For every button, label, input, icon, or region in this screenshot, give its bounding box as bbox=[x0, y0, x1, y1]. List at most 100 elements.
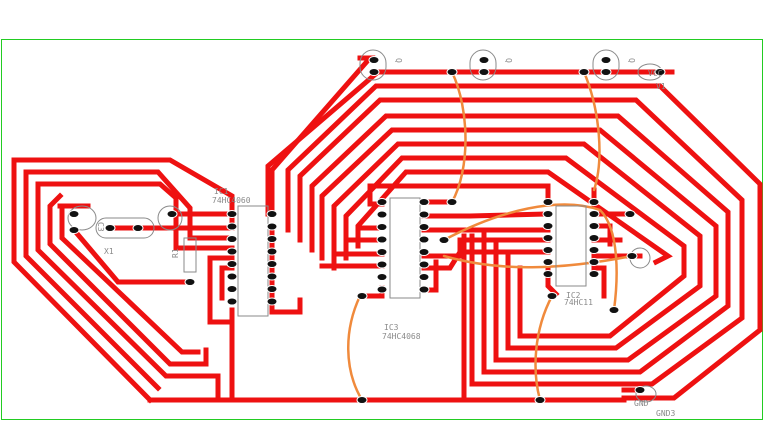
solder-pad bbox=[534, 396, 546, 404]
jumper-wire bbox=[347, 294, 364, 402]
solder-pad bbox=[624, 210, 636, 218]
solder-pad bbox=[226, 297, 238, 306]
gnd-value-label: GND bbox=[634, 399, 649, 408]
trace bbox=[35, 181, 235, 379]
solder-pad bbox=[588, 270, 600, 278]
solder-pad bbox=[634, 386, 646, 394]
trace bbox=[70, 226, 193, 285]
solder-pad bbox=[418, 210, 430, 219]
solder-pad bbox=[418, 260, 430, 269]
solder-pad bbox=[104, 224, 116, 232]
resistor-outline bbox=[183, 237, 197, 273]
solder-pad bbox=[418, 223, 430, 231]
jumper-layer bbox=[347, 70, 634, 402]
solder-pad bbox=[600, 56, 612, 64]
ic1-ref-label: IC1 bbox=[214, 187, 229, 196]
ic3-outline bbox=[389, 197, 421, 299]
solder-pad bbox=[542, 234, 554, 242]
silk-text: IC1 74HC4060 IC3 74HC4068 IC2 74HC11 X1 … bbox=[96, 58, 675, 418]
ic2-outline bbox=[555, 205, 587, 287]
cap-outline bbox=[67, 205, 97, 231]
trace bbox=[343, 155, 687, 339]
solder-pad bbox=[546, 292, 558, 300]
solder-pad bbox=[588, 210, 600, 218]
solder-pad bbox=[588, 222, 600, 230]
trace bbox=[269, 297, 303, 315]
jumper-wire bbox=[442, 254, 634, 269]
ic2-value-label: 74HC11 bbox=[564, 298, 593, 307]
header-outline bbox=[469, 49, 497, 81]
trace bbox=[269, 55, 376, 217]
solder-pad bbox=[542, 198, 554, 206]
solder-pad bbox=[478, 56, 490, 64]
trace bbox=[355, 169, 673, 266]
trace bbox=[11, 157, 235, 404]
solder-pad bbox=[132, 224, 144, 232]
solder-pad bbox=[418, 235, 430, 244]
solder-pad bbox=[266, 260, 278, 268]
solder-pad bbox=[578, 68, 590, 76]
trace bbox=[285, 83, 763, 401]
solder-pad bbox=[226, 235, 238, 243]
solder-pad bbox=[478, 68, 490, 76]
trace bbox=[421, 237, 551, 259]
silk-layer bbox=[67, 49, 663, 403]
solder-pad bbox=[226, 222, 238, 231]
solder-pad bbox=[418, 198, 430, 206]
trace bbox=[207, 255, 235, 325]
trace bbox=[265, 69, 675, 217]
header3-label: Q bbox=[627, 58, 636, 63]
solder-pad bbox=[438, 236, 450, 244]
solder-pad bbox=[608, 306, 620, 314]
solder-pad bbox=[226, 272, 238, 281]
solder-pad bbox=[542, 258, 554, 266]
solder-pad bbox=[588, 246, 600, 254]
ic3-value-label: 74HC4068 bbox=[382, 332, 421, 341]
c3-label: C3 bbox=[96, 222, 105, 232]
solder-pad bbox=[266, 222, 278, 231]
solder-pad bbox=[226, 247, 238, 256]
solder-pad bbox=[588, 234, 600, 242]
trace bbox=[367, 183, 551, 207]
solder-pad bbox=[446, 198, 458, 206]
gnd-ref-label: GND3 bbox=[656, 409, 675, 418]
trace-layer bbox=[11, 55, 763, 404]
solder-pad bbox=[376, 248, 388, 256]
solder-pad bbox=[166, 210, 178, 218]
header2-label: Q bbox=[504, 58, 513, 63]
solder-pad bbox=[418, 248, 430, 256]
trace bbox=[297, 97, 745, 387]
solder-pad bbox=[588, 258, 600, 266]
solder-pad bbox=[226, 210, 238, 218]
cap-outline bbox=[635, 385, 657, 403]
x1-label: X1 bbox=[104, 247, 114, 256]
crystal-outline bbox=[95, 217, 155, 239]
solder-pad bbox=[68, 210, 80, 218]
trace bbox=[421, 211, 551, 219]
solder-pad bbox=[184, 278, 196, 286]
jumper-wire bbox=[442, 203, 618, 312]
header-outline bbox=[359, 49, 387, 81]
trace bbox=[319, 127, 719, 363]
jumper-wire bbox=[534, 294, 554, 402]
solder-pad bbox=[266, 235, 278, 243]
solder-pad bbox=[626, 252, 638, 260]
solder-pad bbox=[376, 260, 388, 269]
jumper-wire bbox=[450, 70, 467, 204]
solder-pad bbox=[68, 226, 80, 234]
header-outline bbox=[592, 49, 620, 81]
trace bbox=[47, 192, 209, 367]
solder-pad bbox=[266, 272, 278, 281]
pad-layer bbox=[68, 56, 666, 404]
solder-pad bbox=[600, 68, 612, 76]
trace bbox=[331, 141, 703, 351]
trace bbox=[591, 265, 607, 299]
solder-pad bbox=[418, 273, 430, 281]
trace bbox=[219, 265, 235, 301]
solder-pad bbox=[418, 285, 430, 294]
solder-pad bbox=[542, 246, 554, 254]
v1-ref-label: V1 bbox=[656, 82, 666, 91]
ic1-outline bbox=[237, 205, 269, 317]
solder-pad bbox=[542, 270, 554, 278]
